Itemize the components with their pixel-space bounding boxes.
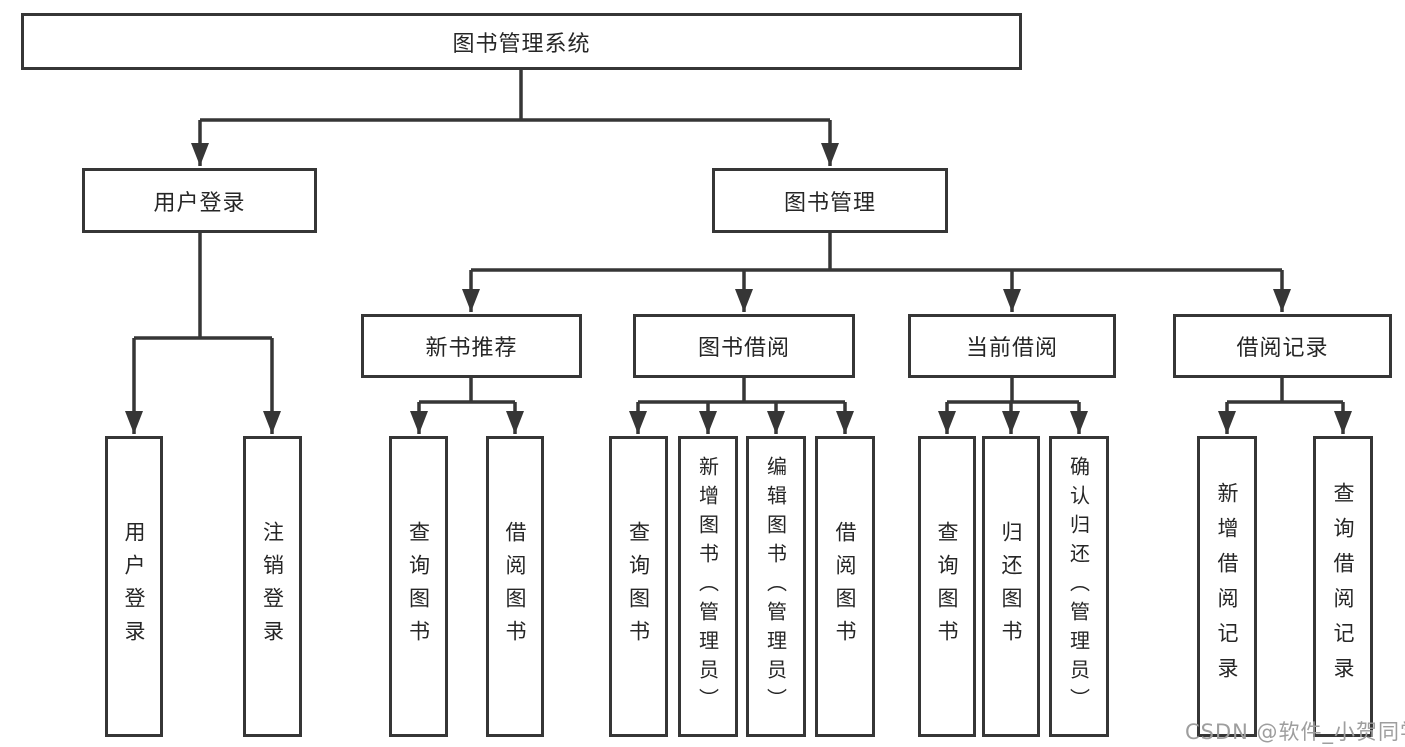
node-user-login-label: 用户登录 [153, 190, 246, 216]
leaf-newbooks-borrow: 借阅图书 [486, 436, 544, 737]
leaf-current-confirm-admin: 确认归还（管理员） [1049, 436, 1109, 737]
leaf-newbooks-borrow-label: 借阅图书 [503, 520, 527, 653]
leaf-current-query: 查询图书 [918, 436, 976, 737]
leaf-logout-label: 注销登录 [260, 520, 285, 653]
node-borrowing-records: 借阅记录 [1173, 314, 1392, 378]
leaf-borrow-query: 查询图书 [609, 436, 668, 737]
node-user-login: 用户登录 [82, 168, 317, 233]
node-current-borrowing-label: 当前借阅 [965, 336, 1058, 361]
leaf-current-return: 归还图书 [982, 436, 1040, 737]
leaf-user-login: 用户登录 [105, 436, 163, 737]
connector-newbooks-children [410, 378, 524, 434]
leaf-borrow-add-admin-label: 新增图书（管理员） [695, 456, 720, 717]
node-book-borrowing-label: 图书借阅 [697, 336, 790, 361]
leaf-borrow-query-label: 查询图书 [626, 520, 651, 653]
node-new-book-recommend-label: 新书推荐 [425, 336, 518, 361]
leaf-borrow-edit-admin: 编辑图书（管理员） [746, 436, 806, 737]
node-borrowing-records-label: 借阅记录 [1236, 336, 1329, 361]
leaf-user-login-label: 用户登录 [122, 520, 146, 653]
leaf-current-confirm-admin-label: 确认归还（管理员） [1066, 456, 1091, 717]
connector-borrow-children [629, 378, 854, 434]
node-book-management-label: 图书管理 [783, 190, 876, 216]
node-root-system: 图书管理系统 [21, 13, 1022, 70]
node-book-management: 图书管理 [712, 168, 948, 233]
leaf-logout: 注销登录 [243, 436, 302, 737]
leaf-current-query-label: 查询图书 [935, 520, 959, 653]
leaf-records-query-label: 查询借阅记录 [1331, 481, 1355, 692]
leaf-records-query: 查询借阅记录 [1313, 436, 1373, 737]
csdn-watermark: CSDN @软件_小贺同学 [1185, 720, 1405, 744]
connector-root-to-level2 [191, 69, 839, 166]
connector-login-children [125, 232, 281, 434]
leaf-newbooks-query: 查询图书 [389, 436, 448, 737]
leaf-borrow-edit-admin-label: 编辑图书（管理员） [763, 456, 788, 717]
node-root-label: 图书管理系统 [452, 31, 591, 57]
connector-records-children [1218, 378, 1352, 434]
node-new-book-recommend: 新书推荐 [361, 314, 582, 378]
leaf-borrow-borrow-label: 借阅图书 [833, 520, 857, 653]
node-current-borrowing: 当前借阅 [908, 314, 1116, 378]
node-book-borrowing: 图书借阅 [633, 314, 855, 378]
connector-management-children [462, 232, 1291, 312]
leaf-records-add-label: 新增借阅记录 [1215, 481, 1239, 692]
leaf-borrow-add-admin: 新增图书（管理员） [678, 436, 738, 737]
connector-current-children [938, 378, 1088, 434]
leaf-current-return-label: 归还图书 [999, 520, 1023, 653]
leaf-borrow-borrow: 借阅图书 [815, 436, 875, 737]
leaf-records-add: 新增借阅记录 [1197, 436, 1257, 737]
leaf-newbooks-query-label: 查询图书 [406, 520, 431, 653]
